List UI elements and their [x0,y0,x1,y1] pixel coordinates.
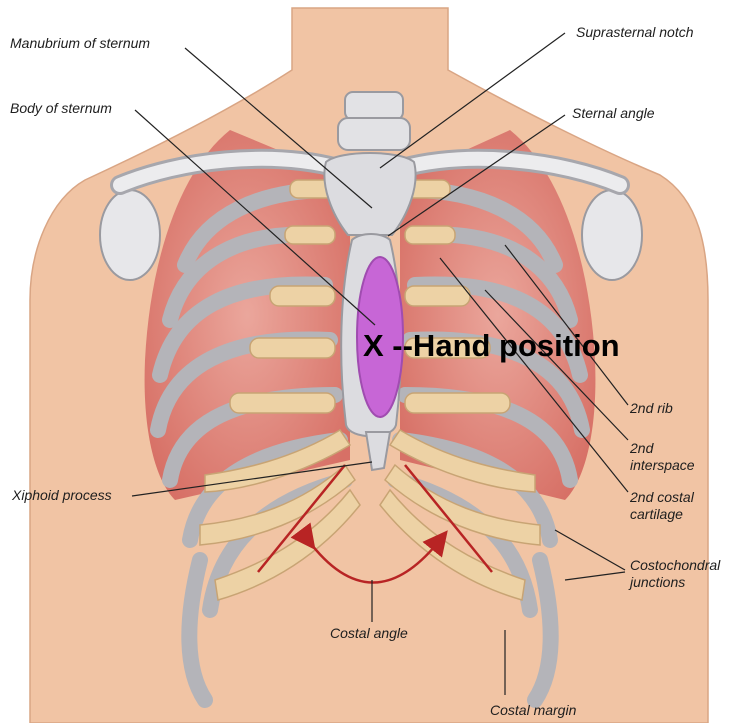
label-2nd-costal-cartilage-line2: cartilage [630,506,683,522]
label-sternal-angle: Sternal angle [572,105,655,121]
label-2nd-interspace-line1: 2nd [629,440,655,456]
label-2nd-interspace-line2: interspace [630,457,695,473]
label-2nd-costal-cartilage-line1: 2nd costal [629,489,695,505]
label-costochondral-line2: junctions [628,574,685,590]
label-xiphoid-process: Xiphoid process [11,487,112,503]
left-shoulder-joint [100,190,160,280]
label-suprasternal-notch: Suprasternal notch [576,24,694,40]
label-hand-position: X --Hand position [363,328,620,363]
label-costochondral-line1: Costochondral [630,557,721,573]
label-costal-angle: Costal angle [330,625,408,641]
right-shoulder-joint [582,190,642,280]
label-2nd-rib: 2nd rib [629,400,673,416]
cervical-vertebrae [338,92,410,150]
label-costal-margin: Costal margin [490,702,577,718]
label-body-of-sternum: Body of sternum [10,100,112,116]
label-manubrium: Manubrium of sternum [10,35,150,51]
